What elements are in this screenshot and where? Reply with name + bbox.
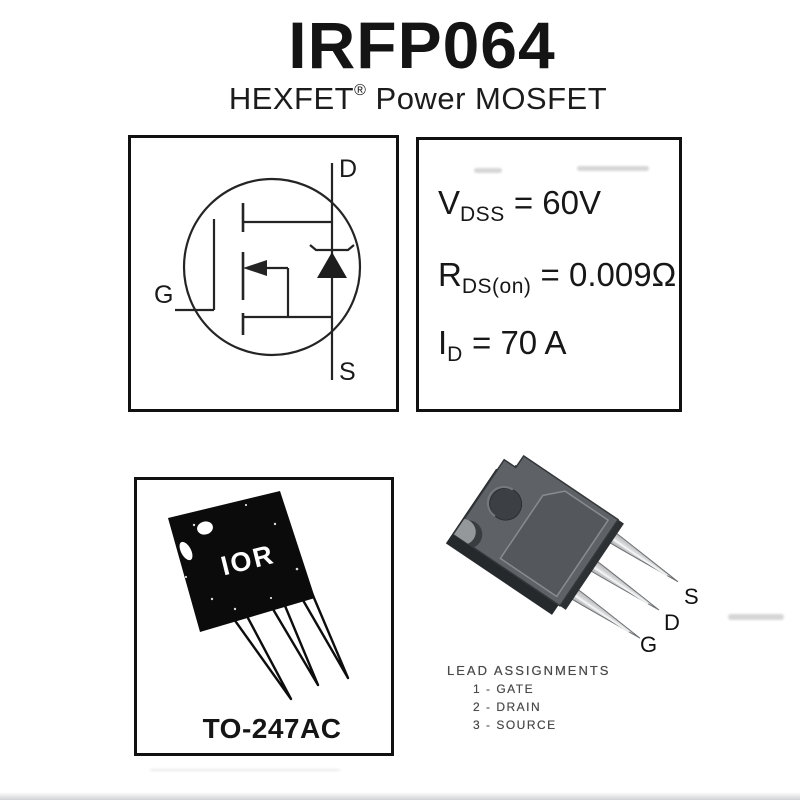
package-photo-box: IOR TO-247AC	[134, 477, 394, 756]
photo-chamfer-glint	[179, 541, 193, 561]
spec-id: ID = 70 A	[438, 324, 567, 366]
scan-smudge	[150, 769, 340, 771]
render-leg-highlights	[565, 532, 668, 633]
render-molded-area	[499, 490, 609, 598]
package-name-label: TO-247AC	[202, 713, 342, 744]
photo-speckles	[184, 503, 299, 611]
render-pin-source: S	[684, 584, 699, 609]
schematic-pin-gate: G	[154, 281, 173, 309]
lead-assignments: LEAD ASSIGNMENTS 1 - GATE 2 - DRAIN 3 - …	[447, 663, 610, 732]
spec-rdson: RDS(on) = 0.009Ω	[438, 256, 677, 298]
schematic-pin-drain: D	[339, 155, 357, 183]
scan-smudge	[728, 614, 784, 620]
render-bottom-edge	[559, 519, 624, 610]
scan-smudge	[474, 168, 502, 173]
registered-trademark-symbol: ®	[354, 82, 367, 99]
mosfet-symbol-svg: D G S	[154, 155, 362, 386]
subtitle-rest: Power MOSFET	[366, 81, 608, 116]
scan-smudge	[577, 166, 649, 171]
render-hole-rim	[486, 485, 514, 518]
scan-edge-band	[0, 792, 800, 800]
body-diode-cathode	[309, 244, 355, 252]
body-diode	[317, 252, 347, 278]
render-pin-drain: D	[664, 610, 680, 635]
package-photo-svg: IOR	[168, 491, 350, 701]
subtitle-brand: HEXFET	[228, 81, 355, 116]
package-render-svg	[445, 455, 679, 639]
lead-assignment-source: 3 - SOURCE	[473, 718, 557, 732]
page-subtitle: HEXFET® Power MOSFET	[0, 81, 800, 117]
page-title: IRFP064	[288, 8, 556, 82]
render-pin-gate: G	[640, 632, 658, 657]
symbol-circle	[182, 177, 362, 357]
body-arrow	[243, 260, 267, 276]
lead-assignments-title: LEAD ASSIGNMENTS	[447, 663, 611, 678]
mosfet-symbol-box: D G S	[128, 135, 399, 412]
lead-assignment-drain: 2 - DRAIN	[473, 700, 542, 714]
render-hole	[489, 487, 523, 521]
ratings-box: VDSS = 60V RDS(on) = 0.009Ω ID = 70 A	[416, 137, 682, 412]
spec-vdss: VDSS = 60V	[438, 184, 602, 226]
schematic-pin-source: S	[339, 358, 356, 386]
photo-hole	[197, 521, 213, 535]
lead-assignment-gate: 1 - GATE	[473, 682, 535, 696]
